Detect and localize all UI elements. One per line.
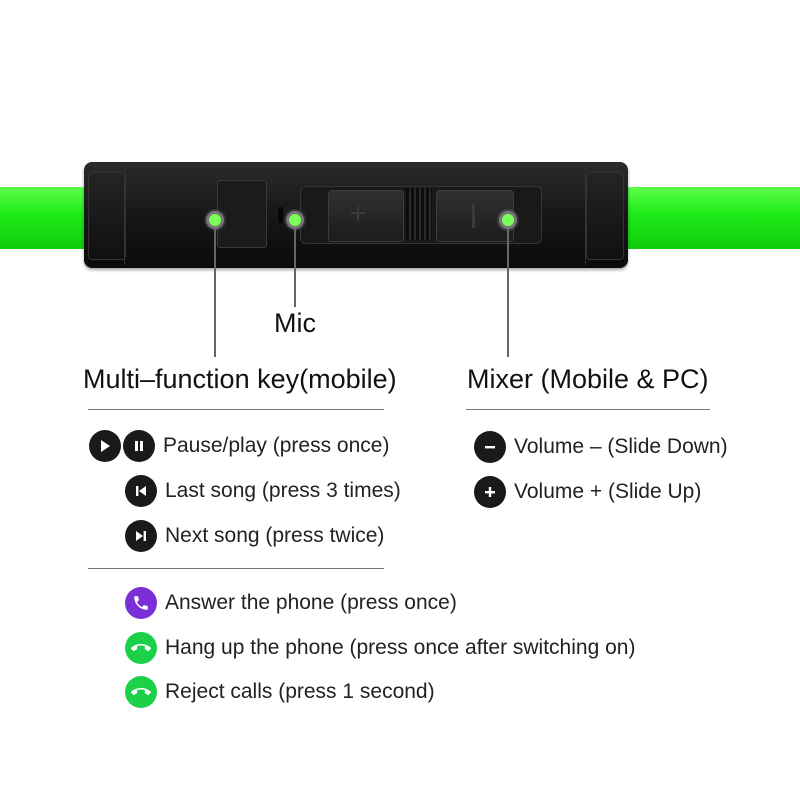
multifunction-key-label: Multi–function key(mobile): [83, 364, 397, 394]
next-track-icon: [125, 520, 157, 552]
previous-track-icon: [125, 475, 157, 507]
pause-play-text: Pause/play (press once): [163, 434, 390, 457]
remote-panel: [124, 165, 586, 265]
minus-glyph-icon: [472, 204, 475, 228]
phone-hangup-icon: [125, 632, 157, 664]
mic-hole: [278, 207, 283, 223]
phone-hangup-icon: [125, 676, 157, 708]
mixer-leader-line: [507, 229, 509, 357]
remote-end-cap-right: [586, 172, 624, 260]
remote-end-cap-left: [88, 172, 126, 260]
divider-calls: [88, 568, 384, 569]
plus-icon: [474, 476, 506, 508]
mic-label: Mic: [274, 308, 316, 338]
reject-calls-text: Reject calls (press 1 second): [165, 680, 435, 703]
volume-plus-button: [328, 190, 404, 242]
mic-indicator-dot: [286, 211, 304, 229]
divider-right: [466, 409, 710, 410]
mixer-label: Mixer (Mobile & PC): [467, 364, 709, 394]
phone-answer-icon: [125, 587, 157, 619]
mixer-indicator-dot: [499, 211, 517, 229]
list-item: Volume + (Slide Up): [474, 476, 701, 508]
minus-icon: [474, 431, 506, 463]
multifunction-indicator-dot: [206, 211, 224, 229]
next-song-text: Next song (press twice): [165, 524, 385, 547]
pause-icon: [123, 430, 155, 462]
list-item: Volume – (Slide Down): [474, 431, 728, 463]
plus-glyph-icon: +: [349, 197, 367, 230]
last-song-text: Last song (press 3 times): [165, 479, 401, 502]
list-item: Answer the phone (press once): [125, 587, 457, 619]
volume-down-text: Volume – (Slide Down): [514, 435, 728, 458]
multifunction-leader-line: [214, 229, 216, 357]
list-item: Hang up the phone (press once after swit…: [125, 632, 635, 664]
answer-phone-text: Answer the phone (press once): [165, 591, 457, 614]
mic-leader-line: [294, 229, 296, 307]
slider-grip: [406, 188, 432, 240]
divider-left: [88, 409, 384, 410]
list-item: Reject calls (press 1 second): [125, 676, 435, 708]
list-item: Next song (press twice): [125, 520, 384, 552]
cable-left: [0, 187, 100, 249]
list-item: Last song (press 3 times): [125, 475, 401, 507]
cable-right: [610, 187, 800, 249]
volume-up-text: Volume + (Slide Up): [514, 480, 702, 503]
play-icon: [89, 430, 121, 462]
hang-up-text: Hang up the phone (press once after swit…: [165, 636, 636, 659]
list-item: Pause/play (press once): [89, 430, 389, 462]
multifunction-key: [217, 180, 267, 248]
